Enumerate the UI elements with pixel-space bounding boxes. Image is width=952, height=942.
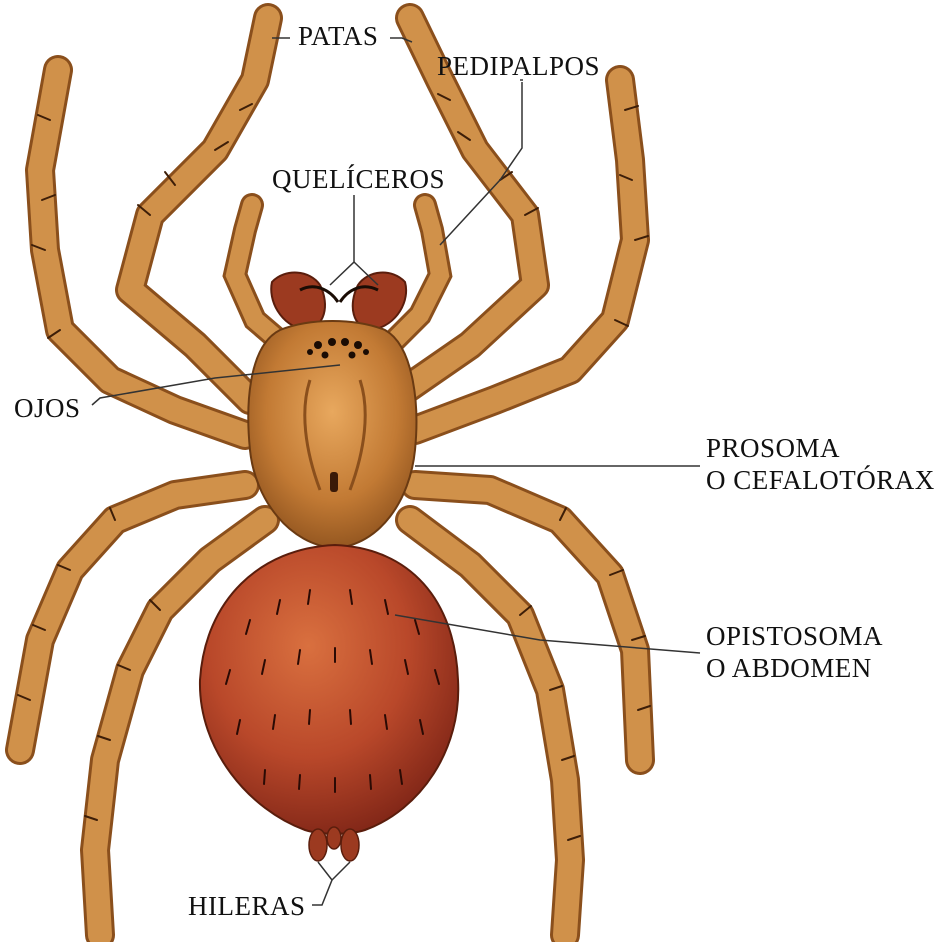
- spinnerets: [309, 827, 359, 861]
- leader-hileras: [312, 862, 332, 905]
- label-prosoma: PROSOMA O CEFALOTÓRAX: [706, 432, 935, 496]
- abdomen: [200, 545, 458, 834]
- label-ojos: OJOS: [14, 392, 81, 424]
- label-opistosoma-line1: OPISTOSOMA: [706, 620, 883, 652]
- label-patas: PATAS: [298, 20, 378, 52]
- label-opistosoma: OPISTOSOMA O ABDOMEN: [706, 620, 883, 684]
- label-prosoma-line2: O CEFALOTÓRAX: [706, 464, 935, 496]
- label-hileras: HILERAS: [188, 890, 306, 922]
- label-queliceros: QUELÍCEROS: [272, 163, 445, 195]
- leader-queliceros: [330, 195, 354, 285]
- label-opistosoma-line2: O ABDOMEN: [706, 652, 883, 684]
- label-pedipalpos: PEDIPALPOS: [437, 50, 600, 82]
- label-prosoma-line1: PROSOMA: [706, 432, 935, 464]
